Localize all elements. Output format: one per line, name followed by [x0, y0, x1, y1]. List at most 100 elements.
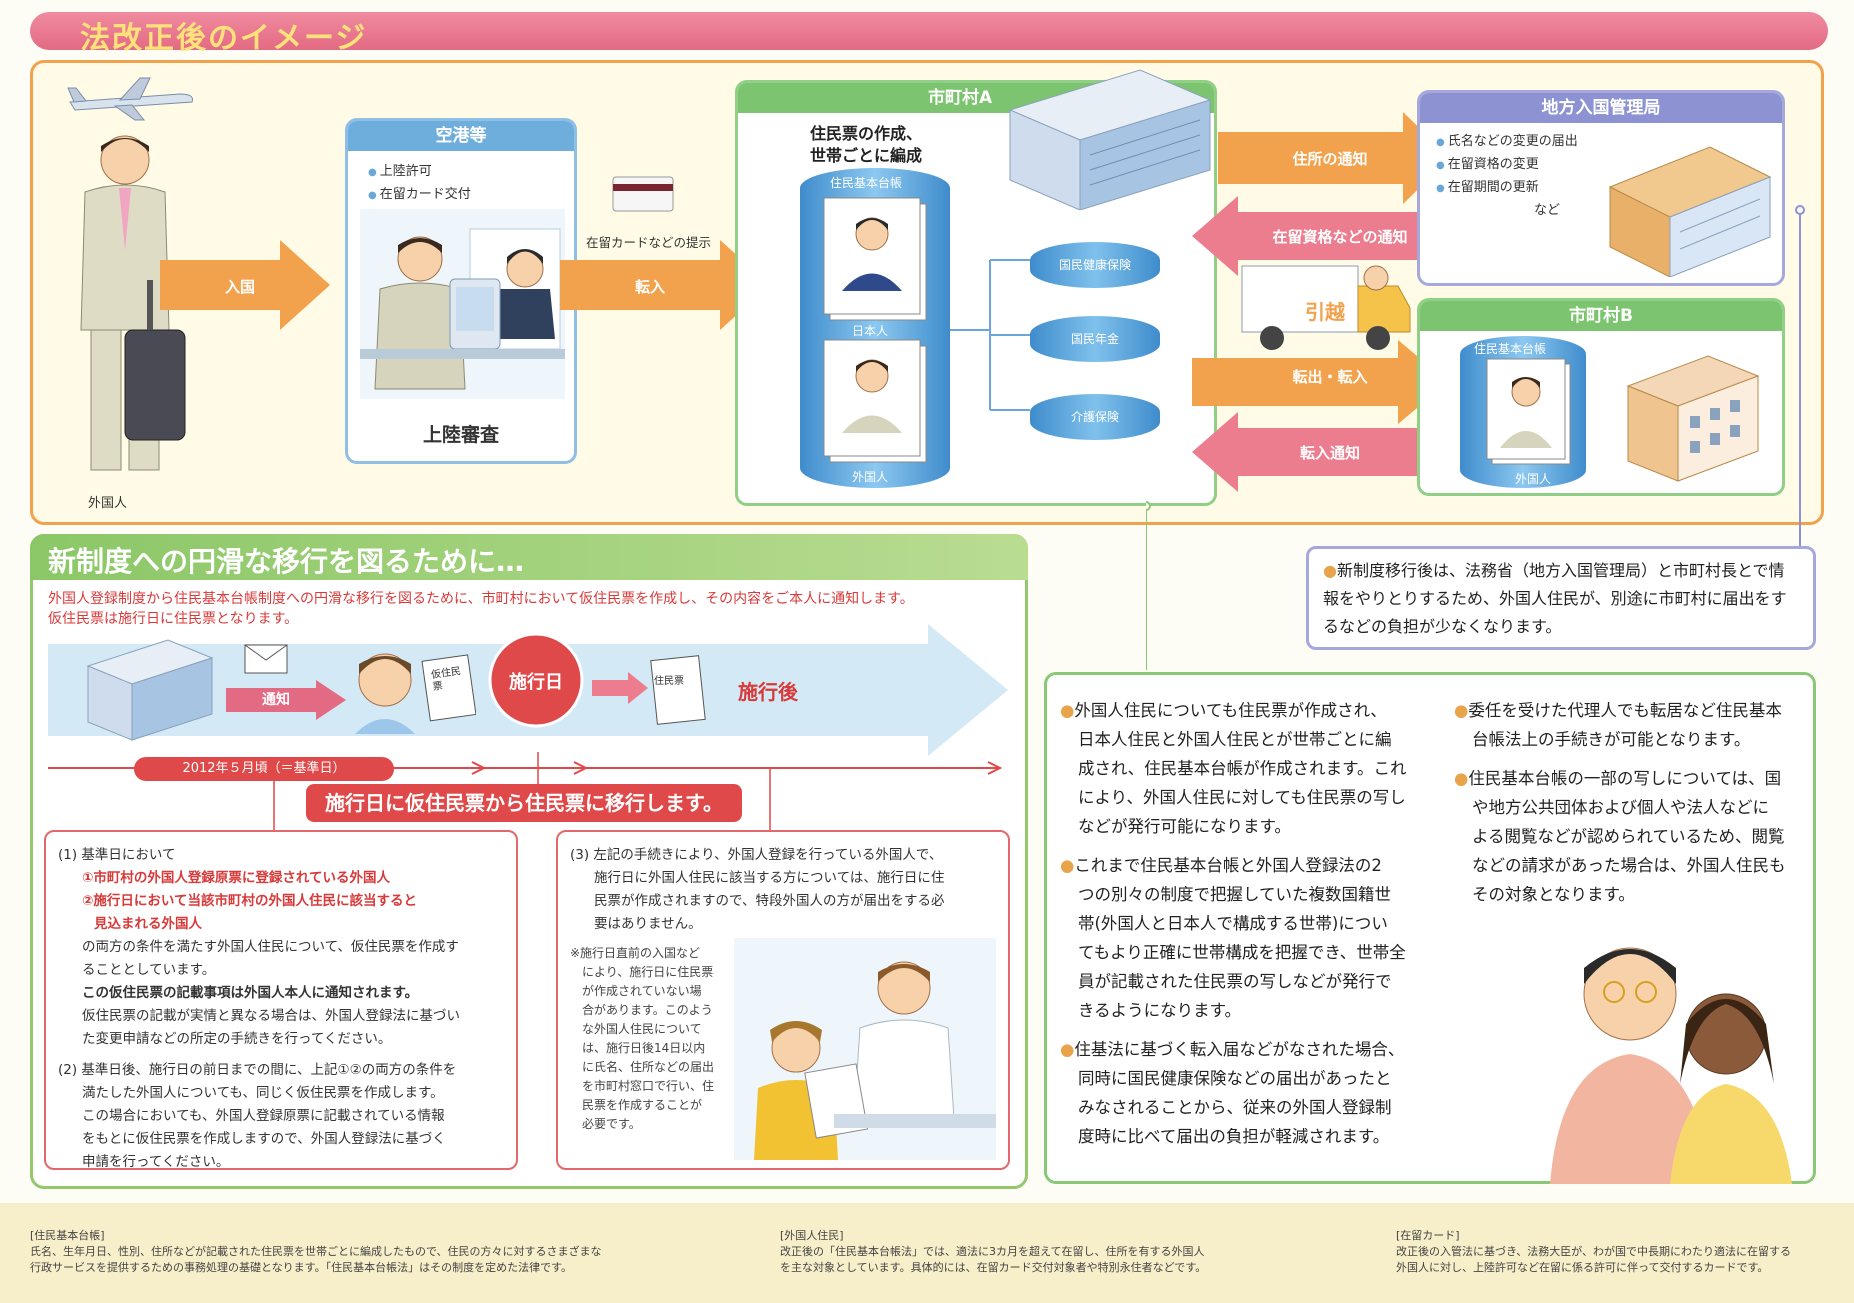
procedure-text: をもとに仮住民票を作成しますので、外国人登録法に基づく — [82, 1131, 446, 1147]
glossary-foreign-resident: [外国人住民] 改正後の「住民基本台帳法」では、適法に3カ月を超えて在留し、住所… — [780, 1228, 1240, 1276]
procedure-box-left: (1) 基準日において ①市町村の外国人登録原票に登録されている外国人 ②施行日… — [44, 830, 518, 1170]
procedure-text: 申請を行ってください。 — [82, 1154, 230, 1170]
foreigner-label: 外国人 — [88, 496, 128, 511]
banner-title: 法改正後のイメージ — [80, 21, 368, 56]
address-notice-label: 住所の通知 — [1292, 150, 1368, 168]
residence-card-icon — [612, 176, 674, 212]
right-note-text: ●新制度移行後は、法務省（地方入国管理局）と市町村長とで情報をやりとりするため、… — [1323, 561, 1787, 636]
entry-arrow-label: 入国 — [224, 278, 255, 296]
section-banner — [30, 12, 1828, 50]
glossary-title: [外国人住民] — [780, 1229, 844, 1242]
move-in-arrow — [560, 240, 770, 330]
small-pink-arrow — [592, 672, 648, 704]
provisional-card-icon — [421, 654, 476, 722]
footnote-line: な外国人住民について — [582, 1022, 702, 1036]
glossary-residence-card: [在留カード] 改正後の入管法に基づき、法務大臣が、わが国で中長期にわたり適法に… — [1396, 1228, 1836, 1276]
foreigner-card-label: 外国人 — [852, 470, 889, 484]
status-notice-arrow — [1192, 196, 1448, 276]
city-b-building-icon — [1626, 355, 1760, 482]
enforcement-day-circle — [488, 632, 584, 728]
benefits-left-column: ●外国人住民についても住民票が作成され、 日本人住民と外国人住民とが世帯ごとに編… — [1060, 696, 1452, 1151]
procedure-text: 施行日に外国人住民に該当する方については、施行日に住 — [594, 870, 945, 886]
procedure-text: 要はありません。 — [594, 916, 702, 932]
resident-card-icon — [650, 655, 706, 725]
enforcement-day-label: 施行日 — [509, 672, 563, 693]
city-b-title: 市町村B — [1420, 301, 1782, 331]
provisional-label: 仮住民票 — [430, 666, 462, 693]
airport-item: 在留カード交付 — [368, 184, 554, 207]
procedure-text: た変更申請などの所定の手続きを行ってください。 — [82, 1031, 392, 1047]
procedure-text: 満たした外国人についても、同じく仮住民票を作成します。 — [82, 1085, 444, 1101]
db-pension: 国民年金 — [1030, 316, 1160, 362]
procedure-text: (1) 基準日において — [58, 847, 176, 863]
transition-title: 新制度への円滑な移行を図るために… — [48, 545, 525, 578]
footnote-line: を市町村窓口で行い、住 — [582, 1079, 715, 1093]
notice-label: 通知 — [262, 692, 290, 708]
ledger-label: 住民基本台帳 — [830, 176, 903, 190]
japanese-resident-card — [823, 197, 927, 321]
footnote-line: が作成されていない場 — [582, 984, 702, 998]
benefit-paragraph: ●外国人住民についても住民票が作成され、 日本人住民と外国人住民とが世帯ごとに編… — [1060, 701, 1407, 836]
move-notice-label: 転入通知 — [1299, 444, 1360, 462]
footnote-line: 民票を作成することが — [582, 1098, 703, 1112]
immigration-title: 地方入国管理局 — [1420, 93, 1782, 123]
procedure-condition: ①市町村の外国人登録原票に登録されている外国人 — [82, 870, 391, 886]
db-health-insurance: 国民健康保険 — [1030, 242, 1160, 288]
move-arrow — [1192, 340, 1448, 424]
glossary-title: [在留カード] — [1396, 1229, 1460, 1242]
card-caption: 在留カードなどの提示 — [586, 235, 712, 250]
procedure-text: (3) 左記の手続きにより、外国人登録を行っている外国人で、 — [570, 847, 943, 863]
airport-title: 空港等 — [348, 121, 574, 151]
base-date-label: 2012年５月頃（＝基準日） — [134, 757, 394, 781]
procedure-text: の両方の条件を満たす外国人住民について、仮住民票を作成す — [82, 939, 459, 955]
footnote-line: 必要です。 — [582, 1117, 641, 1131]
procedure-text: この仮住民票の記載事項は外国人本人に通知されます。 — [82, 985, 419, 1001]
procedure-text: ることとしています。 — [82, 962, 216, 978]
immigration-item: 在留期間の更新 — [1436, 177, 1766, 200]
mail-icon — [244, 644, 288, 674]
procedure-text: (2) 基準日後、施行日の前日までの間に、上記①②の両方の条件を — [58, 1062, 457, 1078]
move-banner: 施行日に仮住民票から住民票に移行します。 — [306, 784, 742, 822]
glossary-resident-register: [住民基本台帳] 氏名、生年月日、性別、住所などが記載された住民票を世帯ごとに編… — [30, 1228, 610, 1276]
glossary-footer — [0, 1203, 1854, 1303]
benefits-right-column: ●委任を受けた代理人でも転居など住民基本 台帳法上の手続きが可能となります。 ●… — [1454, 696, 1814, 909]
footnote-line: に氏名、住所などの届出 — [582, 1060, 715, 1074]
airport-item: 上陸許可 — [368, 161, 554, 184]
benefit-paragraph: ●住基法に基づく転入届などがなされた場合、 同時に国民健康保険などの届出があった… — [1060, 1040, 1405, 1146]
city-b-ledger-label: 住民基本台帳 — [1474, 342, 1547, 356]
immigration-bureau-box: 地方入国管理局 氏名などの変更の届出 在留資格の変更 在留期間の更新 など — [1417, 90, 1785, 286]
airport-box: 空港等 上陸許可 在留カード交付 上陸審査 — [345, 118, 577, 464]
japanese-label: 日本人 — [852, 324, 889, 338]
notice-arrow — [226, 680, 346, 720]
transition-intro: 仮住民票は施行日に住民票となります。 — [48, 611, 299, 627]
counter-consultation-illustration — [734, 938, 996, 1160]
procedure-text: この場合においても、外国人登録原票に記載されている情報 — [82, 1108, 445, 1124]
procedure-condition: ②施行日において当該市町村の外国人住民に該当すると — [82, 893, 418, 909]
procedure-condition: 見込まれる外国人 — [94, 916, 202, 932]
procedure-text: 民票が作成されますので、特段外国人の方が届出をする必 — [594, 893, 945, 909]
footnote-line: は、施行日後14日以内 — [582, 1041, 706, 1055]
address-notice-arrow — [1218, 112, 1450, 204]
benefit-paragraph: ●委任を受けた代理人でも転居など住民基本 台帳法上の手続きが可能となります。 — [1454, 701, 1782, 749]
immigration-building-icon — [1608, 146, 1772, 277]
resident-card-label: 住民票 — [654, 676, 684, 687]
after-label: 施行後 — [738, 680, 798, 704]
truck-label: 引越 — [1305, 300, 1345, 324]
transition-intro: 外国人登録制度から住民基本台帳制度への円滑な移行を図るために、市町村において仮住… — [48, 591, 914, 607]
resident-face-icon — [355, 653, 415, 734]
immigration-item: 在留資格の変更 — [1436, 154, 1766, 177]
db-care-insurance: 介護保険 — [1030, 394, 1160, 440]
landing-inspection-label: 上陸審査 — [422, 424, 499, 446]
footnote-line: により、施行日に住民票 — [582, 965, 714, 979]
airplane-icon — [67, 77, 193, 121]
entry-arrow — [160, 240, 330, 330]
immigration-etc: など — [1534, 203, 1561, 218]
benefit-paragraph: ●これまで住民基本台帳と外国人登録法の2 つの別々の制度で把握していた複数国籍世… — [1060, 856, 1406, 1020]
procedure-text: 仮住民票の記載が実情と異なる場合は、外国人登録法に基づい — [82, 1008, 460, 1024]
municipal-building-icon — [86, 639, 214, 741]
immigration-counter-illustration — [360, 209, 565, 399]
city-a-building-icon — [1008, 69, 1212, 210]
transition-section-header — [30, 534, 1028, 580]
procedure-box-right: (3) 左記の手続きにより、外国人登録を行っている外国人で、 施行日に外国人住民… — [556, 830, 1010, 1170]
move-in-arrow-label: 転入 — [634, 278, 665, 296]
